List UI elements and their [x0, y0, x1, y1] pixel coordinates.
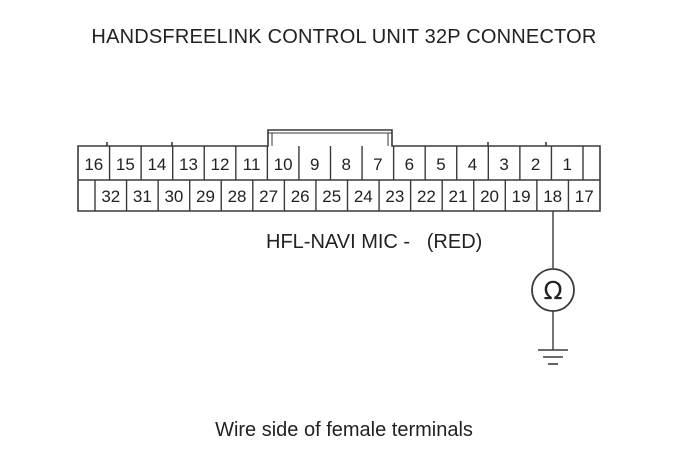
wire-name: HFL-NAVI MIC -	[266, 231, 411, 253]
terminal-29: 29	[196, 187, 215, 206]
terminal-16: 16	[84, 155, 103, 174]
terminal-19: 19	[512, 187, 531, 206]
top-row-cells: 16 15 14 13 12 11 10 9 8 7 6 5 4 3 2 1	[84, 146, 584, 180]
terminal-8: 8	[342, 155, 351, 174]
wire-label: HFL-NAVI MIC - (RED)	[266, 231, 482, 254]
ground-symbol	[538, 349, 568, 365]
terminal-20: 20	[480, 187, 499, 206]
terminal-27: 27	[259, 187, 278, 206]
terminal-30: 30	[164, 187, 183, 206]
terminal-13: 13	[179, 155, 198, 174]
terminal-22: 22	[417, 187, 436, 206]
terminal-2: 2	[531, 155, 540, 174]
terminal-11: 11	[243, 155, 261, 174]
terminal-32: 32	[101, 187, 120, 206]
terminal-18: 18	[543, 187, 562, 206]
terminal-1: 1	[562, 155, 571, 174]
terminal-5: 5	[436, 155, 445, 174]
terminal-7: 7	[373, 155, 382, 174]
terminal-3: 3	[499, 155, 508, 174]
terminal-17: 17	[575, 187, 594, 206]
terminal-15: 15	[116, 155, 135, 174]
terminal-6: 6	[405, 155, 414, 174]
terminal-31: 31	[133, 187, 152, 206]
terminal-9: 9	[310, 155, 319, 174]
terminal-4: 4	[468, 155, 477, 174]
terminal-10: 10	[274, 155, 293, 174]
wire-color: (RED)	[426, 231, 483, 253]
page-title: HANDSFREELINK CONTROL UNIT 32P CONNECTOR	[91, 26, 597, 48]
ohm-icon: Ω	[543, 276, 562, 305]
terminal-25: 25	[322, 187, 341, 206]
bottom-row-cells: 32 31 30 29 28 27 26 25 24 23 22 21 20 19 18 17	[94, 180, 594, 211]
terminal-24: 24	[354, 187, 373, 206]
terminal-12: 12	[211, 155, 230, 174]
terminal-14: 14	[147, 155, 166, 174]
terminal-23: 23	[385, 187, 404, 206]
terminal-26: 26	[291, 187, 310, 206]
terminal-21: 21	[449, 187, 468, 206]
probe-circuit	[531, 211, 575, 365]
terminal-28: 28	[228, 187, 247, 206]
caption: Wire side of female terminals	[215, 419, 473, 441]
